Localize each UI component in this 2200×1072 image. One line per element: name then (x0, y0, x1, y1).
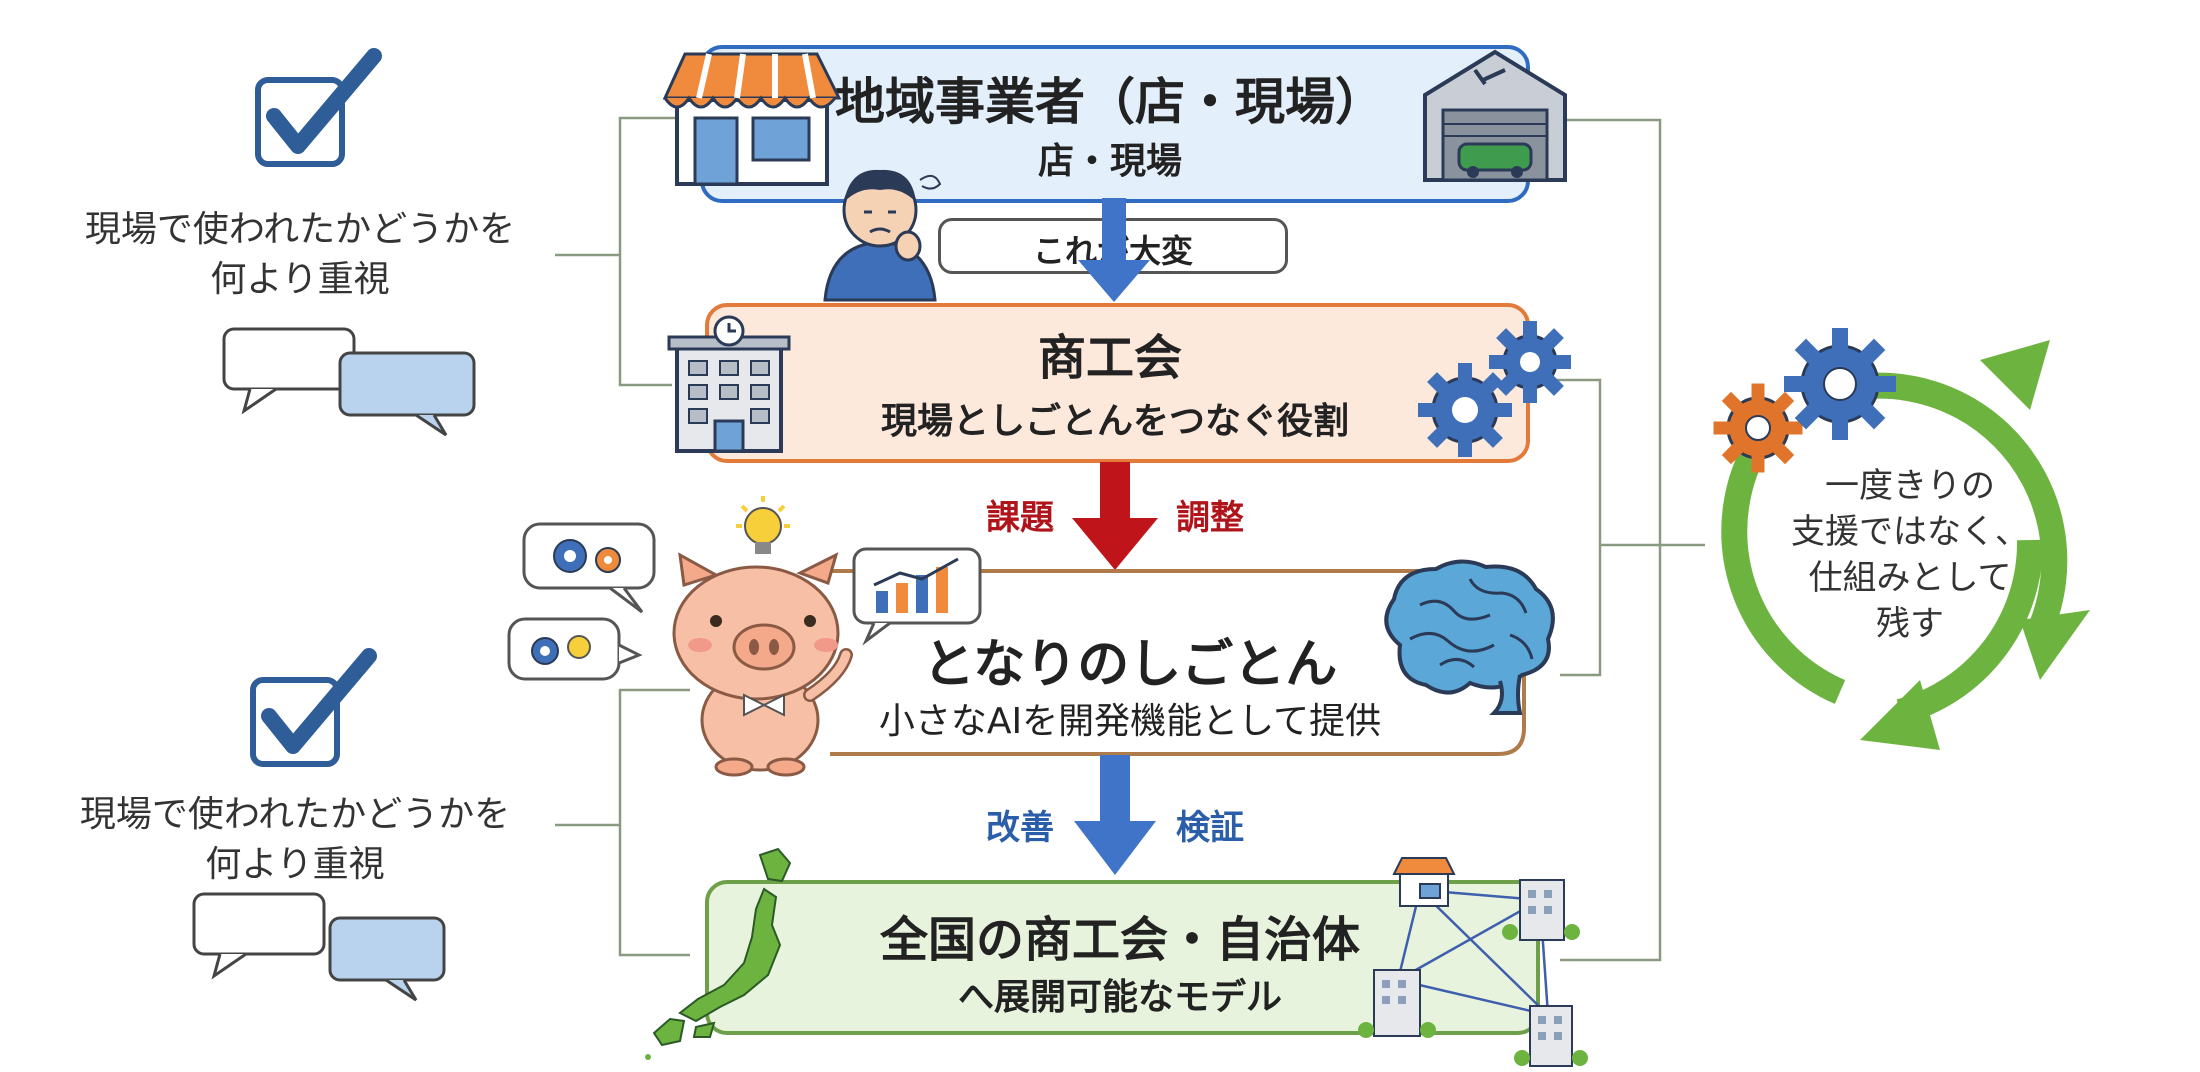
gears-bubble-icon (522, 522, 656, 614)
top-box-title: 地域事業者（店・現場） (835, 73, 1385, 131)
arrow-down-1 (1078, 198, 1150, 302)
garage-icon (1423, 49, 1567, 182)
chat-bubbles-icon-lower (192, 892, 446, 1002)
network-shop (1392, 857, 1456, 907)
improve-label-right: 検証 (1176, 808, 1244, 848)
chart-callout-icon (852, 547, 982, 646)
arrow-down-3 (1074, 755, 1156, 875)
cycle-text-line2: 支援ではなく、 (1791, 512, 2029, 552)
left-note-lower-line2: 何より重視 (205, 844, 385, 885)
top-box-subtitle: 店・現場 (1037, 141, 1182, 182)
network-icon (1358, 857, 1588, 1067)
pig-mascot (672, 552, 853, 777)
middle-box-subtitle: 現場としごとんをつなぐ役割 (880, 401, 1349, 442)
shop-icon (662, 52, 842, 186)
issue-label-left: 課題 (986, 498, 1054, 538)
worried-person-icon (823, 169, 942, 302)
middle-box-title: 商工会 (1037, 330, 1182, 386)
office-building-icon (667, 315, 791, 453)
bottom-box-subtitle: へ展開可能なモデル (957, 977, 1282, 1018)
checkbox-icon-upper (255, 48, 382, 167)
bottom-box-title: 全国の商工会・自治体 (879, 912, 1360, 968)
brain-icon (1384, 559, 1555, 715)
issue-label-right: 調整 (1176, 498, 1244, 538)
cycle-arrows-icon (1721, 340, 2090, 750)
left-note-upper-line2: 何より重視 (210, 259, 390, 300)
japan-map-icon (645, 847, 792, 1060)
cycle-text-line1: 一度きりの (1825, 466, 1995, 506)
chat-bubbles-icon-upper (222, 327, 476, 437)
platform-title: となりのしごとん (922, 635, 1338, 695)
cycle-text-line4: 残す (1876, 604, 1944, 644)
gears-icon (1418, 321, 1571, 457)
arrow-down-2 (1072, 462, 1158, 570)
checkbox-icon-lower (250, 648, 377, 767)
idea-bubble-icon (507, 617, 643, 681)
left-note-lower-line1: 現場で使われたかどうかを (79, 794, 511, 835)
cycle-gears-icon (1713, 328, 1896, 473)
improve-label-left: 改善 (986, 808, 1054, 848)
middle-box (705, 303, 1530, 463)
cycle-text-line3: 仕組みとして (1808, 558, 2012, 598)
left-note-upper-line1: 現場で使われたかどうかを (84, 209, 516, 250)
lightbulb-icon (736, 496, 790, 554)
platform-subtitle: 小さなAIを開発機能として提供 (878, 701, 1382, 742)
